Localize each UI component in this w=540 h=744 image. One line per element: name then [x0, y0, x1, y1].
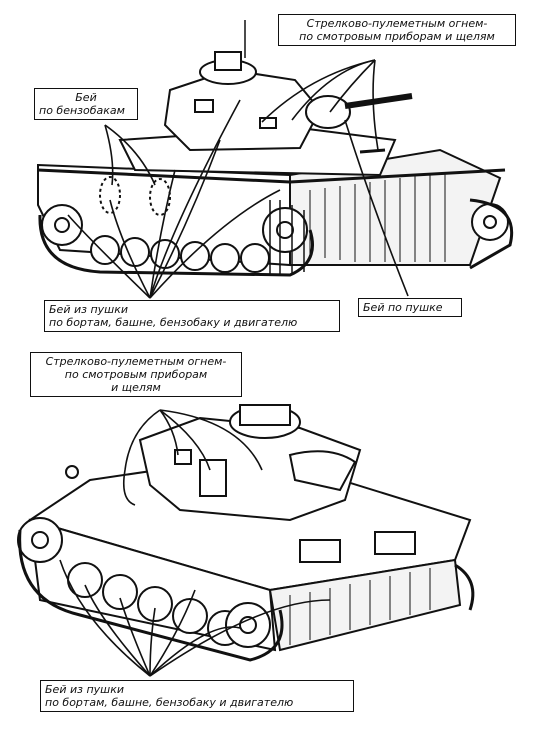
label-top-gun-fire: Бей из пушки по бортам, башне, бензобаку…: [44, 300, 340, 332]
label-bottom-mg-line1: Стрелково-пулеметным огнем-: [45, 355, 227, 368]
label-bottom-mg-line3: и щелям: [111, 381, 161, 394]
label-top-fuel-tanks: Бей по бензобакам: [34, 88, 138, 120]
label-top-fuel-line1: Бей: [75, 91, 97, 104]
top-pointer-lines: [67, 59, 409, 299]
top-tank: [37, 20, 514, 277]
bottom-tank: [17, 404, 475, 662]
label-top-gun-target: Бей по пушке: [358, 298, 462, 317]
label-bottom-gun-line1: Бей из пушки: [45, 683, 125, 696]
label-top-gun-line1: Бей из пушки: [49, 303, 129, 316]
label-top-fuel-line2: по бензобакам: [39, 104, 125, 117]
label-top-mg-line1: Стрелково-пулеметным огнем-: [306, 17, 488, 30]
label-bottom-mg-line2: по смотровым приборам: [64, 368, 208, 381]
label-top-mg-line2: по смотровым приборам и щелям: [299, 30, 495, 43]
label-top-gunport-line1: Бей по пушке: [363, 301, 443, 314]
label-bottom-gun-line2: по бортам, башне, бензобаку и двигателю: [45, 696, 294, 709]
label-top-mg-fire: Стрелково-пулеметным огнем- по смотровым…: [278, 14, 516, 46]
label-top-gun-line2: по бортам, башне, бензобаку и двигателю: [49, 316, 298, 329]
label-bottom-gun-fire: Бей из пушки по бортам, башне, бензобаку…: [40, 680, 354, 712]
label-bottom-mg-fire: Стрелково-пулеметным огнем- по смотровым…: [30, 352, 242, 397]
bottom-pointer-lines: [59, 409, 331, 677]
